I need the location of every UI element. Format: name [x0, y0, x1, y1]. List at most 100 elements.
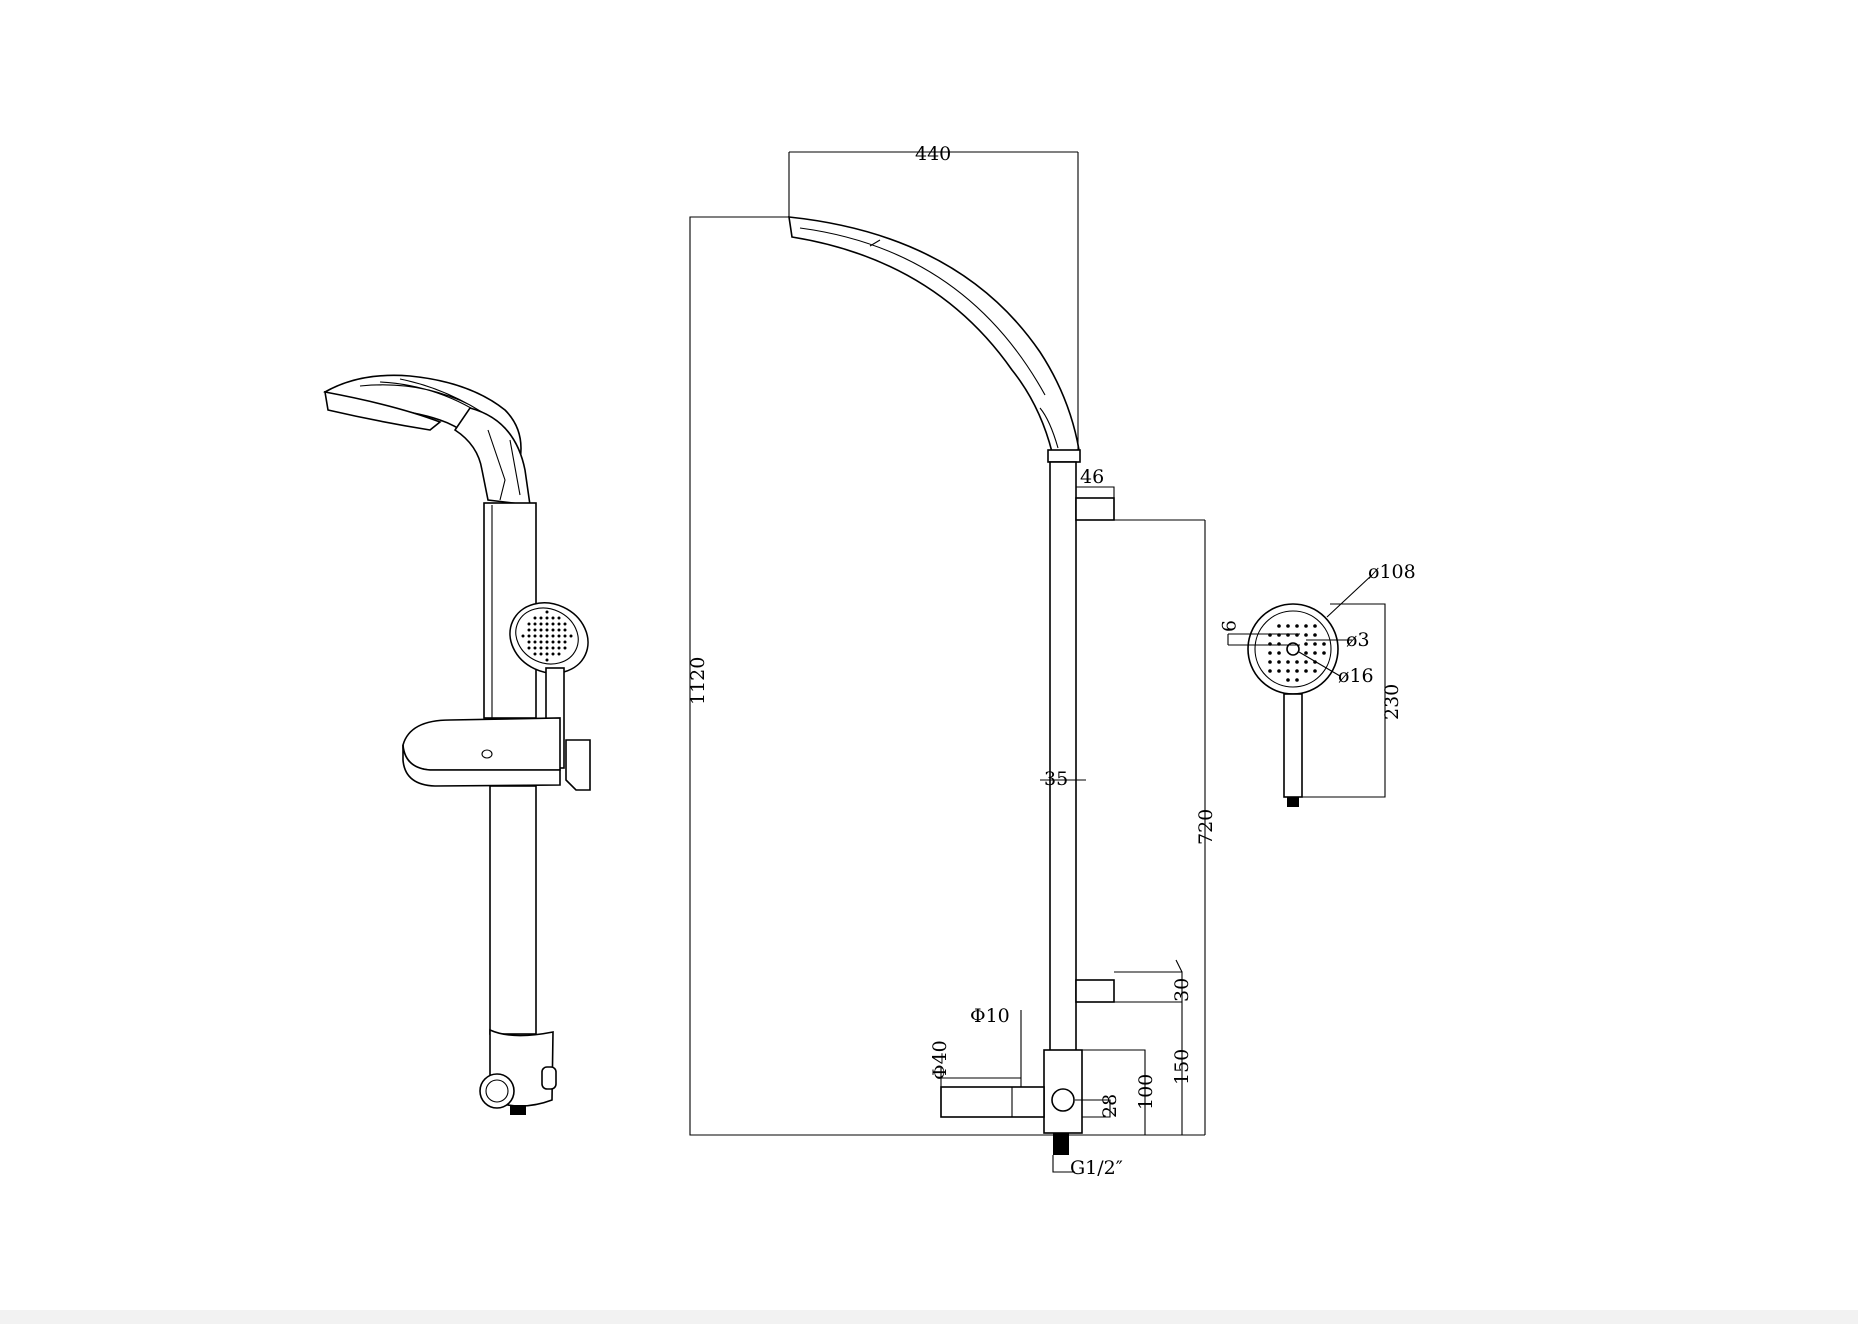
nozzle-dot [533, 628, 537, 632]
nozzle-dot [545, 616, 549, 620]
nozzle-dot [1286, 678, 1290, 682]
nozzle-dot [1304, 660, 1308, 664]
dim-28: 28 [1099, 1094, 1121, 1118]
dim-line-thread [1052, 1155, 1075, 1173]
nozzle-dot [1304, 642, 1308, 646]
dim-line-40-10 [940, 1010, 1022, 1117]
nozzle-dot [563, 646, 567, 650]
dim-30: 30 [1171, 978, 1193, 1002]
nozzle-dot [1277, 651, 1281, 655]
nozzle-dot [563, 622, 567, 626]
nozzle-dot [1295, 660, 1299, 664]
nozzle-dot [551, 628, 555, 632]
nozzle-dot [1313, 624, 1317, 628]
nozzle-dot [557, 646, 561, 650]
dim-440: 440 [915, 143, 951, 165]
nozzle-dot [557, 622, 561, 626]
dim-100: 100 [1135, 1074, 1157, 1110]
dim-1120: 1120 [687, 657, 709, 705]
dim-thread: G1/2″ [1070, 1157, 1123, 1179]
nozzle-dot [1268, 660, 1272, 664]
dim-46: 46 [1080, 466, 1104, 488]
nozzle-dot [539, 646, 543, 650]
iso-neck-facets [487, 429, 521, 501]
side-valve-handle [940, 1086, 1045, 1118]
dim-line-230 [1302, 603, 1386, 798]
nozzle-dot [533, 652, 537, 656]
nozzle-dot [545, 622, 549, 626]
nozzle-dot [1322, 651, 1326, 655]
dim-35: 35 [1044, 768, 1068, 790]
nozzle-dot [539, 616, 543, 620]
iso-inlet [510, 1105, 526, 1115]
iso-hand-shower-face [515, 607, 579, 665]
nozzle-dot [545, 628, 549, 632]
side-top-bracket [1075, 497, 1115, 521]
nozzle-dot [527, 628, 531, 632]
nozzle-dot [1277, 660, 1281, 664]
dim-150: 150 [1171, 1049, 1193, 1085]
dim-line-440 [788, 151, 1079, 450]
detail-head-face [1254, 610, 1332, 688]
nozzle-dot [539, 640, 543, 644]
side-inlet-thread [1053, 1133, 1069, 1155]
leader-9 [1227, 633, 1300, 646]
dim-230: 230 [1381, 684, 1403, 720]
dim-phi3: ø3 [1346, 629, 1370, 651]
nozzle-dot [539, 622, 543, 626]
nozzle-dot [557, 640, 561, 644]
nozzle-dot [1286, 669, 1290, 673]
nozzle-dot [563, 628, 567, 632]
nozzle-dot [1277, 624, 1281, 628]
nozzle-dot [1304, 624, 1308, 628]
nozzle-dot [551, 640, 555, 644]
detail-center-nozzle [1286, 642, 1300, 656]
dim-phi108: ø108 [1368, 561, 1416, 583]
nozzle-dot [1295, 624, 1299, 628]
nozzle-dot [551, 652, 555, 656]
nozzle-dot [545, 658, 549, 662]
nozzle-dot [557, 634, 561, 638]
nozzle-dot [539, 652, 543, 656]
nozzle-dot [551, 622, 555, 626]
iso-soap-dish-drain [481, 749, 493, 759]
bottom-strip [0, 1310, 1858, 1324]
side-elevation [689, 151, 1206, 1173]
nozzle-dot [557, 652, 561, 656]
nozzle-dot [545, 634, 549, 638]
iso-holder [565, 739, 591, 791]
side-riser [1049, 461, 1077, 1058]
iso-hand-shower-head [509, 602, 589, 674]
side-valve-port [1051, 1088, 1075, 1112]
dim-720: 720 [1195, 809, 1217, 845]
dim-line-100 [1082, 1049, 1146, 1135]
nozzle-dot [551, 646, 555, 650]
dim-phi10: Φ10 [970, 1005, 1010, 1027]
isometric-view [323, 374, 591, 1115]
nozzle-dot [545, 610, 549, 614]
nozzle-dot [1313, 642, 1317, 646]
nozzle-dot [1277, 669, 1281, 673]
nozzle-dot [539, 634, 543, 638]
nozzle-dot [551, 616, 555, 620]
iso-soap-dish-edge [402, 744, 561, 787]
nozzle-dot [1304, 651, 1308, 655]
nozzle-dot [1313, 669, 1317, 673]
nozzle-dot [1268, 669, 1272, 673]
nozzle-dot [533, 622, 537, 626]
leader-16 [1298, 651, 1341, 677]
iso-nozzle-grid [521, 610, 573, 662]
side-collar [1047, 449, 1081, 463]
nozzle-dot [533, 646, 537, 650]
detail-handle [1283, 693, 1303, 798]
nozzle-dot [569, 634, 573, 638]
nozzle-dot [557, 616, 561, 620]
nozzle-dot [545, 646, 549, 650]
side-bottom-bracket [1075, 979, 1115, 1003]
nozzle-dot [1313, 633, 1317, 637]
iso-rain-head [323, 374, 522, 461]
iso-diverter [541, 1066, 557, 1090]
nozzle-dot [521, 634, 525, 638]
iso-riser-lower [489, 785, 537, 1035]
